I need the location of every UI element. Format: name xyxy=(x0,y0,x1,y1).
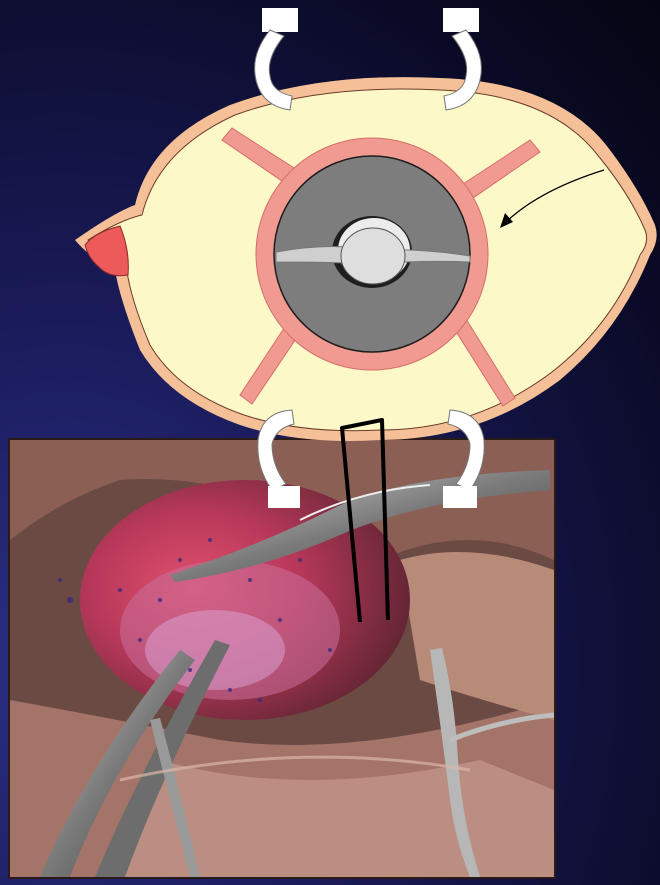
speculum-clip-bottom-right xyxy=(443,486,477,508)
lens-icon xyxy=(341,228,405,284)
speculum-clip-top-left xyxy=(262,8,298,32)
speculum-clip-top-right xyxy=(443,8,479,32)
speculum-clip-bottom-left xyxy=(268,486,300,508)
